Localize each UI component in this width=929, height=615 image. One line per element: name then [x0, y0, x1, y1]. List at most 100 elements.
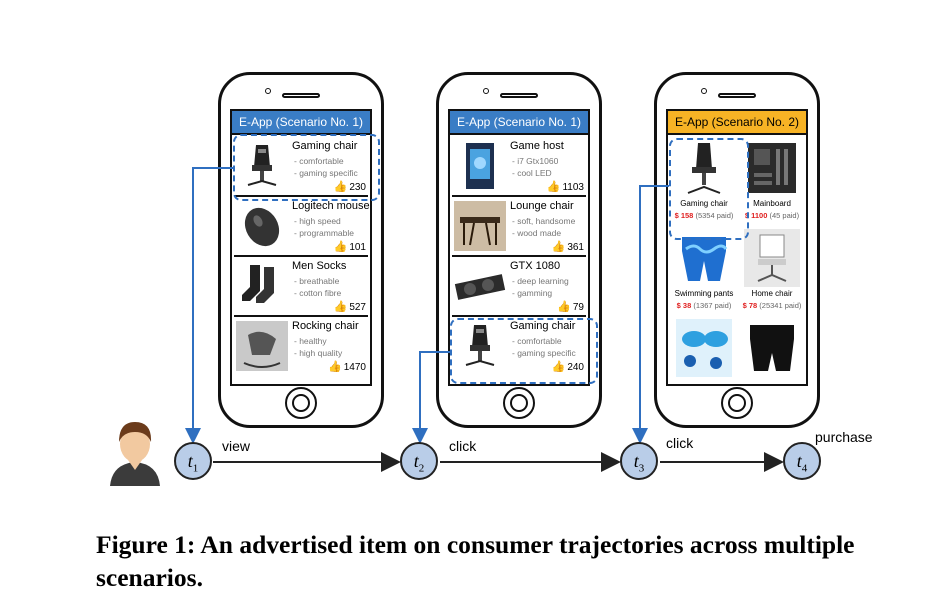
timeline-node: t2 [400, 442, 438, 480]
camera-icon [265, 88, 271, 94]
item-feature: - i7 Gtx1060 [512, 156, 559, 166]
phone-screen: E-App (Scenario No. 1) Game host - i7 Gt… [448, 109, 590, 386]
item-price: $ 38 (1367 paid) [676, 301, 732, 310]
phone-scenario-2: E-App (Scenario No. 2) Gaming chair $ 15… [654, 72, 820, 428]
grid-item[interactable] [670, 317, 738, 384]
swim-shorts-icon [682, 237, 728, 281]
list-item[interactable]: Men Socks - breathable - cotton fibre 👍5… [234, 257, 368, 317]
grid-item[interactable] [738, 317, 806, 384]
home-button [721, 387, 753, 419]
item-feature: - deep learning [512, 276, 569, 286]
home-button [503, 387, 535, 419]
item-feature: - cool LED [512, 168, 552, 178]
item-feature: - programmable [294, 228, 354, 238]
phone-scenario-1-a: E-App (Scenario No. 1) Gaming chair - co… [218, 72, 384, 428]
highlight-box [233, 134, 380, 201]
item-feature: - gaming specific [512, 348, 576, 358]
item-name: Home chair [751, 289, 793, 298]
item-name: Gaming chair [680, 199, 728, 208]
item-title: Gaming chair [510, 320, 576, 332]
grid-item[interactable]: Home chair $ 78 (25341 paid) [738, 227, 806, 317]
item-feature: - gamming [512, 288, 553, 298]
mainboard-icon [748, 143, 796, 193]
item-title: Lounge chair [510, 200, 574, 212]
thumbs-up-icon: 👍 [551, 361, 566, 373]
item-feature: - healthy [294, 336, 327, 346]
home-button [285, 387, 317, 419]
thumbs-up-icon: 👍 [328, 361, 342, 373]
pc-tower-icon [466, 143, 494, 189]
action-label: purchase [815, 429, 873, 445]
list-item[interactable]: Gaming chair - comfortable - gaming spec… [452, 317, 586, 375]
grid-item[interactable]: Gaming chair $ 158 (5354 paid) [670, 137, 738, 227]
speaker-icon [718, 93, 756, 98]
action-label: click [666, 435, 694, 451]
like-count: 👍1470 [328, 361, 366, 373]
grid-item[interactable]: Mainboard $ 1100 (45 paid) [738, 137, 806, 227]
list-item[interactable]: Gaming chair - comfortable - gaming spec… [234, 137, 368, 197]
item-title: Men Socks [292, 260, 347, 272]
app-header: E-App (Scenario No. 1) [450, 111, 588, 135]
like-count: 👍101 [333, 241, 366, 253]
action-label: click [449, 438, 477, 454]
item-feature: - comfortable [512, 336, 562, 346]
gaming-chair-icon [687, 143, 721, 194]
gaming-chair-icon [465, 325, 495, 366]
gpu-icon [454, 274, 506, 300]
figure-caption: Figure 1: An advertised item on consumer… [96, 530, 855, 592]
mouse-icon [244, 207, 280, 247]
grid-item[interactable]: Swimming pants $ 38 (1367 paid) [670, 227, 738, 317]
phone-scenario-1-b: E-App (Scenario No. 1) Game host - i7 Gt… [436, 72, 602, 428]
connector-line [412, 351, 450, 444]
user-avatar-icon [110, 422, 160, 486]
thumbs-up-icon: 👍 [557, 301, 571, 313]
like-count: 👍240 [551, 361, 584, 373]
camera-icon [701, 88, 707, 94]
lounge-chair-icon [454, 201, 506, 251]
like-count: 👍361 [551, 241, 584, 253]
like-count: 👍527 [333, 301, 366, 313]
item-price: $ 158 (5354 paid) [674, 211, 734, 220]
list-item[interactable]: Lounge chair - soft, handsome - wood mad… [452, 197, 586, 257]
item-name: Mainboard [753, 199, 791, 208]
item-feature: - soft, handsome [512, 216, 576, 226]
item-feature: - high quality [294, 348, 343, 358]
gaming-chair-icon [247, 145, 277, 186]
app-header: E-App (Scenario No. 1) [232, 111, 370, 135]
item-feature: - cotton fibre [294, 288, 342, 298]
item-price: $ 1100 (45 paid) [744, 211, 800, 220]
list-item[interactable]: Rocking chair - healthy - high quality 👍… [234, 317, 368, 375]
office-chair-icon [744, 229, 800, 287]
item-name: Swimming pants [674, 289, 734, 298]
phone-screen: E-App (Scenario No. 2) Gaming chair $ 15… [666, 109, 808, 386]
connector-line [632, 185, 669, 444]
speaker-icon [282, 93, 320, 98]
item-price: $ 78 (25341 paid) [742, 301, 802, 310]
highlight-box [450, 318, 598, 384]
thumbs-up-icon: 👍 [333, 181, 348, 193]
list-item[interactable]: Game host - i7 Gtx1060 - cool LED 👍1103 [452, 137, 586, 197]
like-count: 👍1103 [546, 181, 584, 193]
like-count: 👍230 [333, 181, 366, 193]
phone-screen: E-App (Scenario No. 1) Gaming chair - co… [230, 109, 372, 386]
action-label: view [222, 438, 251, 454]
thumbs-up-icon: 👍 [551, 241, 566, 253]
item-title: GTX 1080 [510, 260, 561, 272]
goggles-icon [676, 319, 732, 377]
connector-line [185, 167, 233, 444]
item-title: Game host [510, 140, 564, 152]
app-header: E-App (Scenario No. 2) [668, 111, 806, 135]
swim-trunks-icon [750, 325, 794, 371]
list-item[interactable]: Logitech mouse - high speed - programmab… [234, 197, 370, 257]
camera-icon [483, 88, 489, 94]
item-feature: - high speed [294, 216, 341, 226]
list-item[interactable]: GTX 1080 - deep learning - gamming 👍79 [452, 257, 586, 317]
rocking-chair-icon [236, 321, 288, 371]
highlight-box [669, 138, 749, 240]
item-feature: - breathable [294, 276, 340, 286]
item-feature: - wood made [512, 228, 562, 238]
speaker-icon [500, 93, 538, 98]
thumbs-up-icon: 👍 [546, 181, 561, 193]
socks-icon [242, 265, 274, 303]
